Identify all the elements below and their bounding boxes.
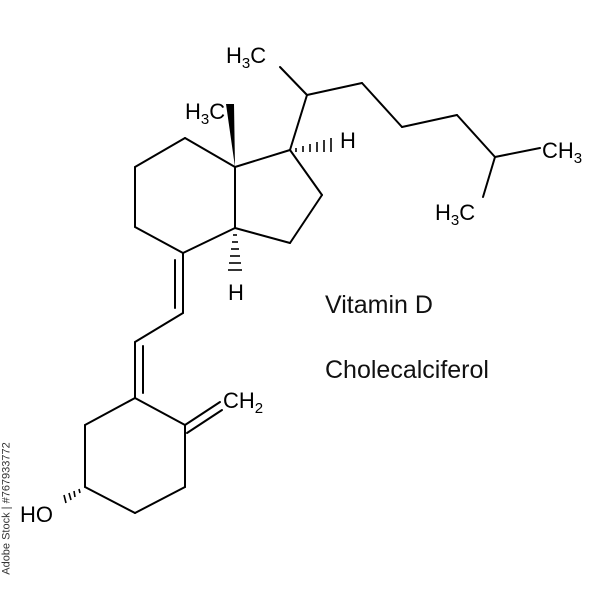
bond — [306, 82, 363, 96]
bond — [84, 486, 136, 514]
hash-bond-c14 — [228, 234, 242, 271]
bond — [234, 149, 291, 168]
label-h-c17: H — [340, 128, 356, 153]
label-h-c14: H — [228, 280, 244, 305]
bond — [184, 137, 236, 168]
hash-bond-oh — [63, 488, 81, 504]
molecule-synonym: Cholecalciferol — [325, 356, 489, 384]
bond — [279, 66, 308, 96]
bond — [134, 312, 184, 343]
molecule-name: Vitamin D — [325, 291, 433, 319]
bond — [361, 82, 403, 128]
label-methyl-lower: H3C — [435, 200, 475, 229]
bond — [289, 149, 323, 196]
bond — [182, 227, 236, 254]
bond — [134, 397, 186, 426]
label-methyl-top: H3C — [226, 43, 266, 72]
bond — [401, 114, 458, 128]
bond — [234, 227, 291, 244]
bond — [134, 486, 186, 514]
bond — [289, 194, 323, 244]
watermark: Adobe Stock | #767933772 — [0, 442, 13, 575]
bond — [494, 147, 541, 158]
double-bond — [186, 409, 223, 434]
bond — [289, 94, 308, 151]
bond — [134, 226, 184, 254]
bond — [84, 397, 136, 426]
label-methyl-angular: H3C — [185, 99, 225, 128]
bond — [134, 137, 186, 168]
hash-bond-c17 — [295, 138, 332, 152]
label-methylene: CH2 — [223, 388, 263, 417]
label-hydroxyl: HO — [20, 502, 53, 527]
bond — [456, 114, 496, 158]
bonds — [84, 66, 541, 514]
label-methyl-right: CH3 — [542, 138, 582, 167]
bond — [482, 156, 496, 198]
double-bond — [184, 401, 221, 426]
wedge-bond — [226, 104, 235, 167]
